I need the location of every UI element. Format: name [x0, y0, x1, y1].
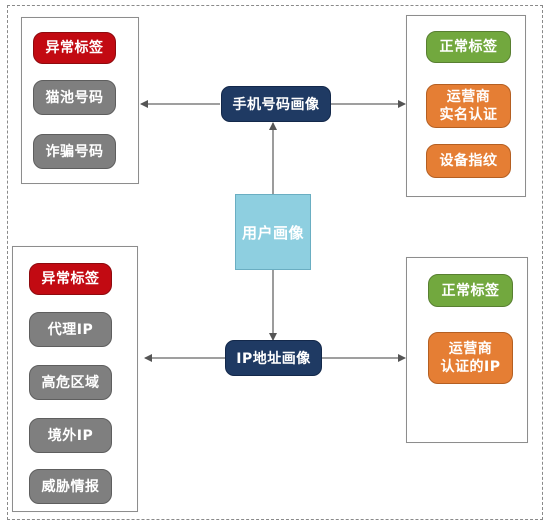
- phone-abnormal-tag-label: 异常标签: [33, 32, 116, 64]
- ip-abnormal-tag-label: 异常标签: [29, 263, 112, 295]
- phone-carrier-realname-auth: 运营商 实名认证: [426, 84, 511, 128]
- ip-overseas-ip: 境外IP: [29, 418, 112, 453]
- phone-profile-hub: 手机号码画像: [221, 86, 331, 122]
- phone-normal-tag-label: 正常标签: [426, 31, 511, 63]
- phone-device-fingerprint: 设备指纹: [426, 144, 511, 178]
- ip-normal-tag-label: 正常标签: [428, 274, 513, 307]
- ip-profile-hub: IP地址画像: [225, 340, 322, 376]
- ip-threat-intelligence: 威胁情报: [29, 469, 112, 504]
- phone-fraud-number: 诈骗号码: [33, 134, 116, 169]
- outer-dashed-frame: [7, 5, 543, 520]
- user-profile-center: 用户画像: [235, 194, 311, 270]
- ip-proxy-ip: 代理IP: [29, 312, 112, 347]
- ip-carrier-authenticated-ip: 运营商 认证的IP: [428, 332, 513, 384]
- ip-high-risk-region: 高危区域: [29, 365, 112, 400]
- phone-cat-pool-number: 猫池号码: [33, 80, 116, 115]
